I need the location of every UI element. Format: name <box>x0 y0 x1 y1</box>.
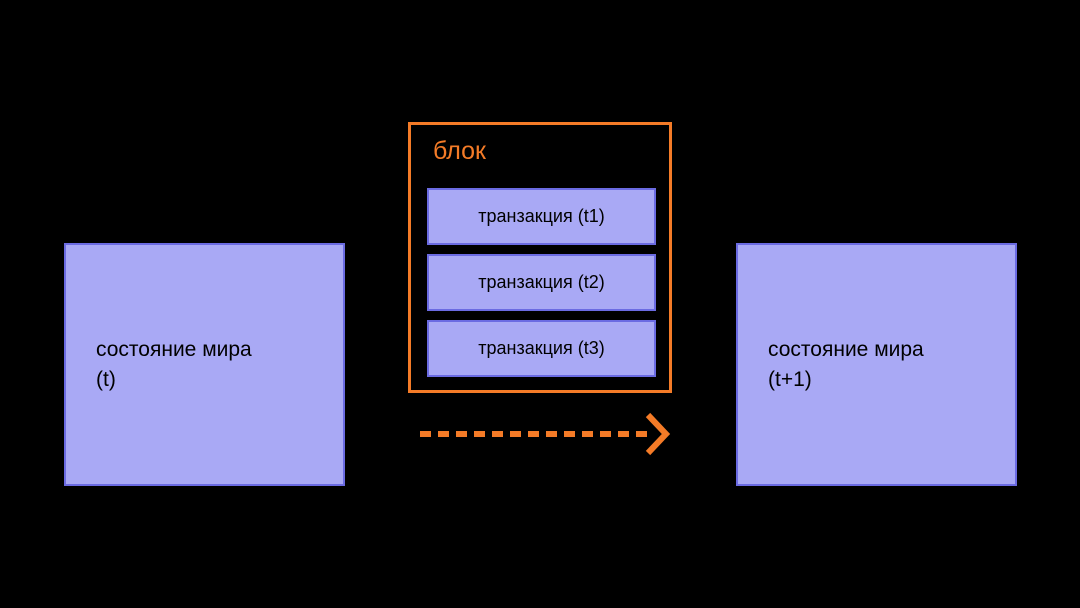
state-box-label-right: состояние мира (t+1) <box>768 337 924 391</box>
state-box-world-state-t-plus-1: состояние мира (t+1) <box>736 243 1017 486</box>
transaction-box: транзакция (t2) <box>427 254 656 311</box>
block-frame: блок транзакция (t1) транзакция (t2) тра… <box>408 122 672 393</box>
transaction-label: транзакция (t1) <box>478 206 605 226</box>
block-title-label: блок <box>433 137 486 165</box>
transaction-list: транзакция (t1) транзакция (t2) транзакц… <box>427 188 656 377</box>
dashed-arrow-right-icon <box>420 412 671 456</box>
transaction-box: транзакция (t3) <box>427 320 656 377</box>
arrow-head-chevron <box>645 412 671 456</box>
state-box-label-left: состояние мира (t) <box>96 337 252 391</box>
transaction-box: транзакция (t1) <box>427 188 656 245</box>
state-box-world-state-t: состояние мира (t) <box>64 243 345 486</box>
transaction-label: транзакция (t2) <box>478 272 605 292</box>
transaction-label: транзакция (t3) <box>478 338 605 358</box>
